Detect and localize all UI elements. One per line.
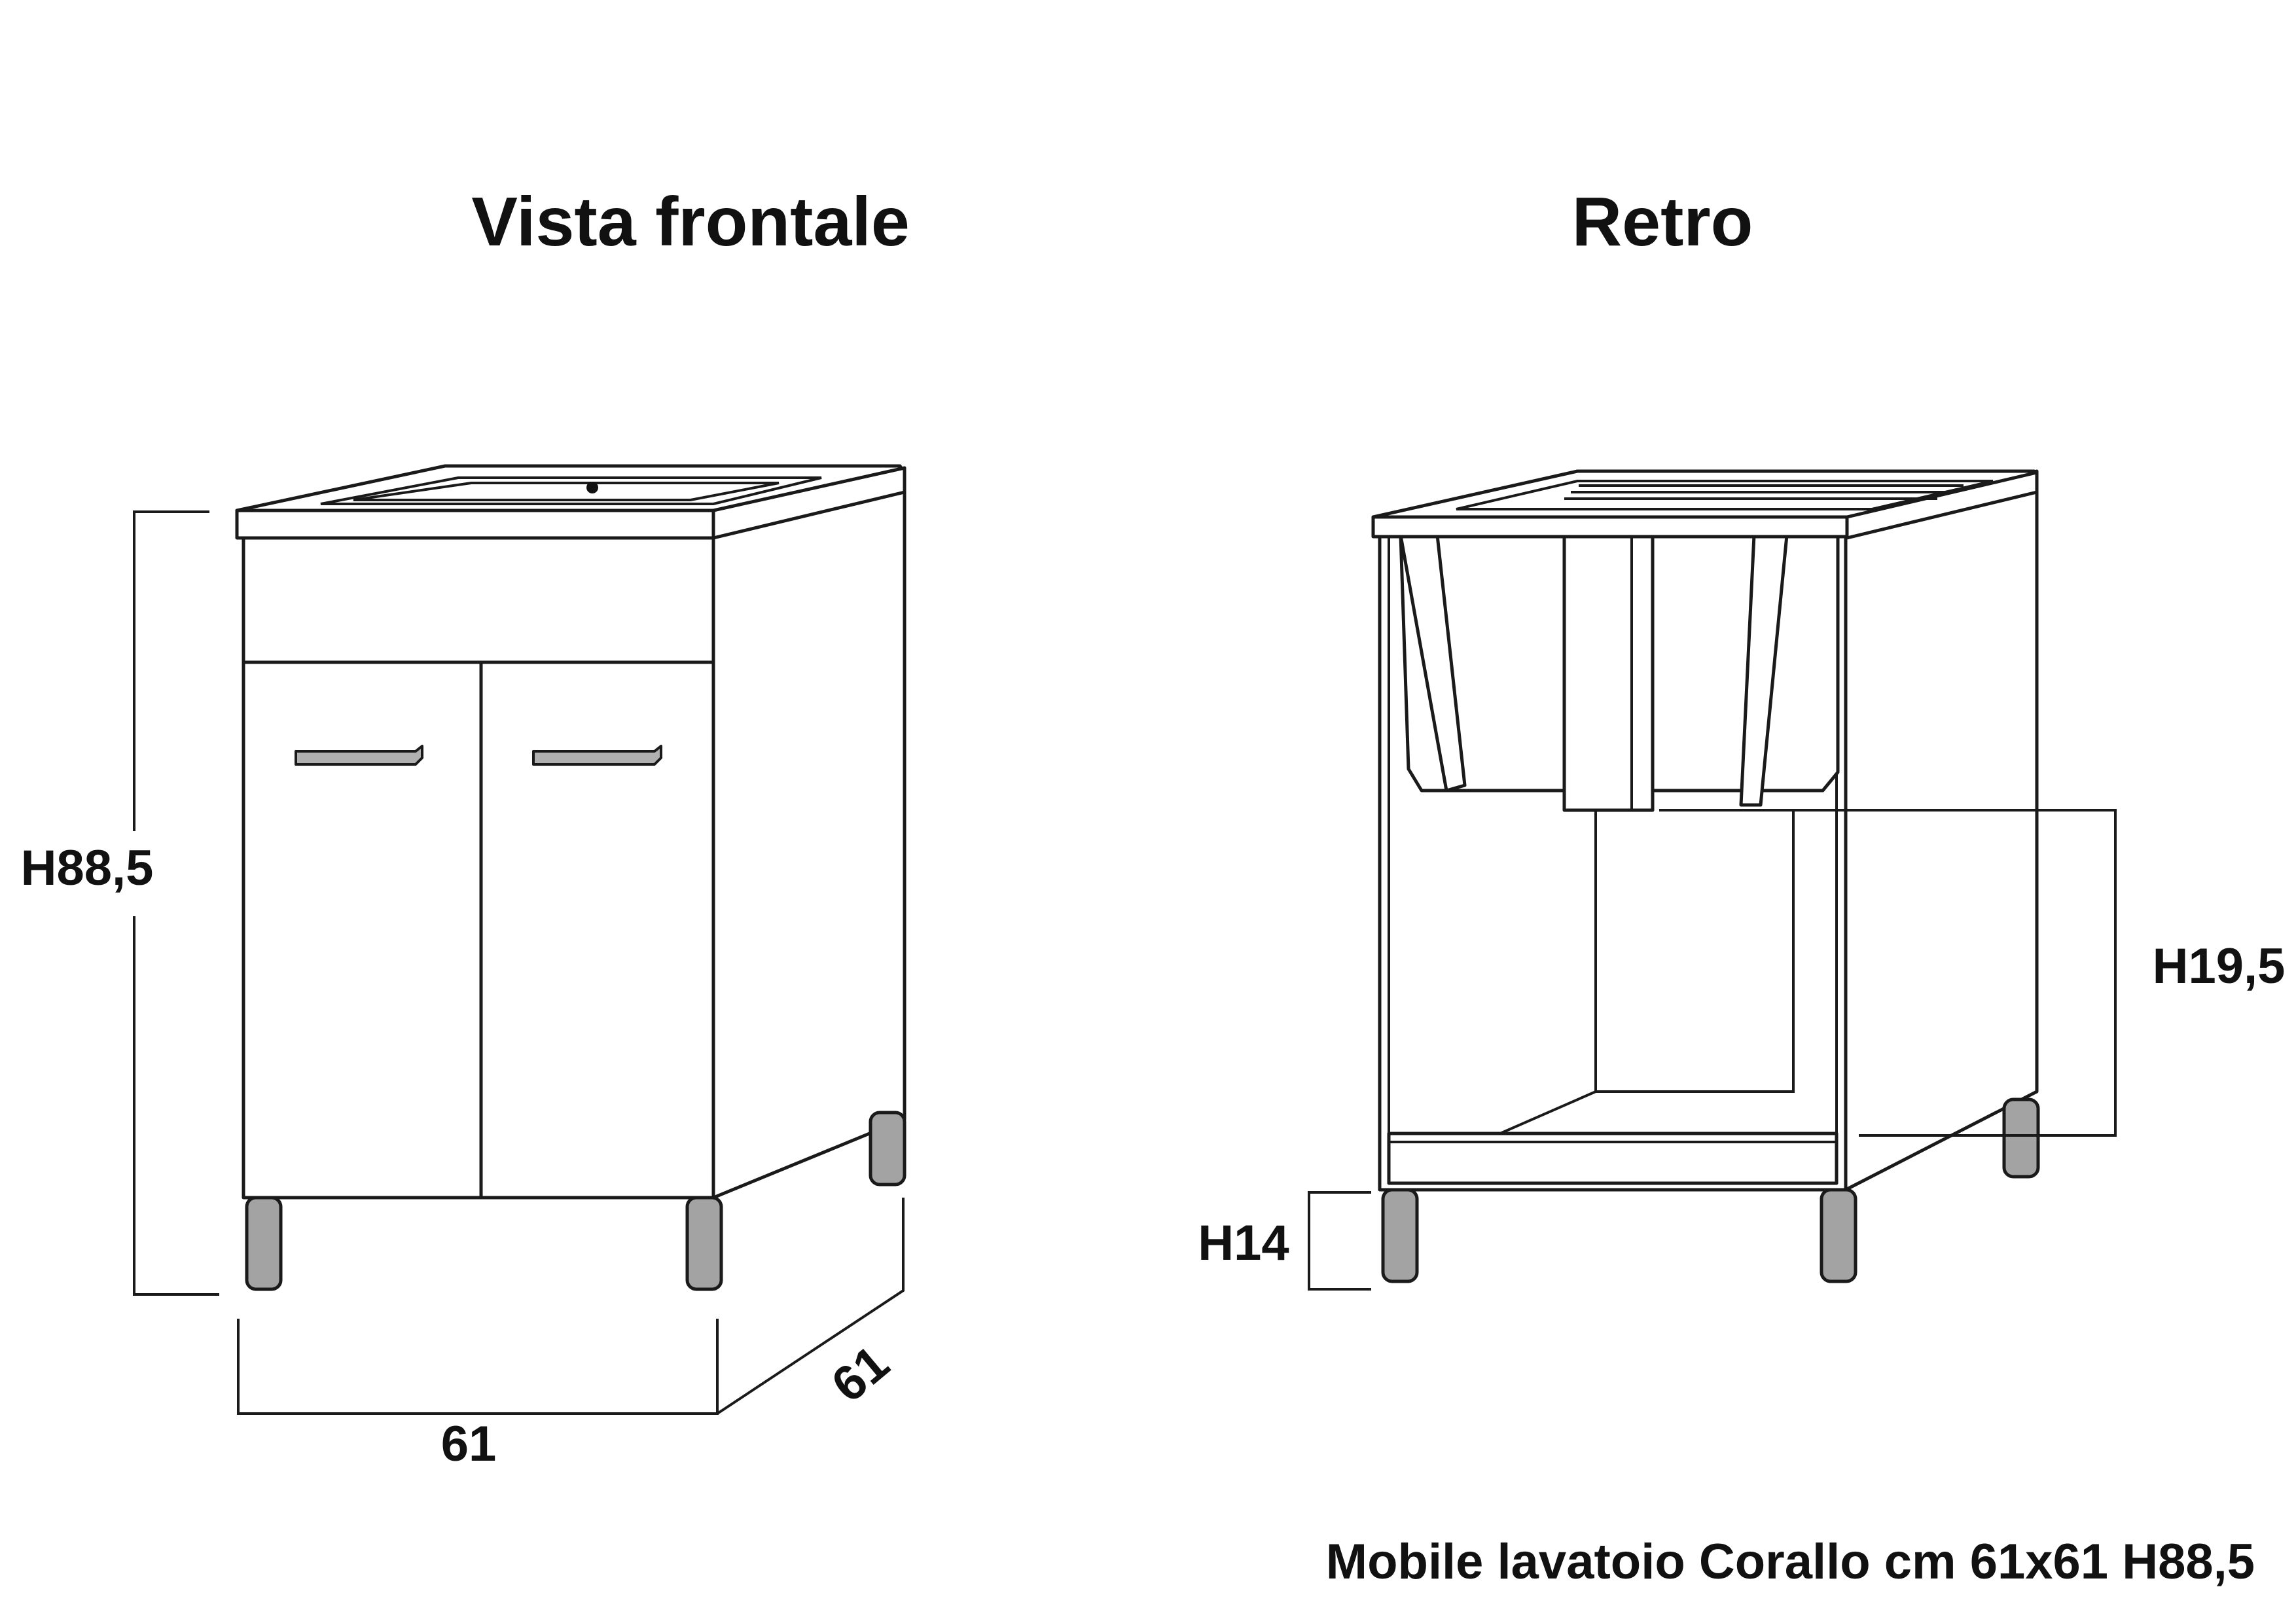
front-basin-rim <box>320 476 822 505</box>
back-basin-rim <box>1456 480 1994 510</box>
front-width-dimension-line <box>237 1319 719 1415</box>
front-depth-dimension-line <box>716 1198 905 1415</box>
front-right-door-handle <box>532 745 662 766</box>
front-left-leg <box>245 1196 283 1291</box>
back-right-leg <box>1820 1188 1857 1283</box>
front-tap-hole <box>586 482 598 493</box>
front-countertop-edge <box>235 508 715 540</box>
front-cabinet-body <box>242 535 715 1200</box>
front-view-title: Vista frontale <box>471 183 910 260</box>
front-left-door-handle <box>295 745 423 766</box>
back-interior-back-wall <box>1594 812 1795 1093</box>
back-view-title: Retro <box>1572 183 1753 260</box>
back-shelf-height-dimension-line <box>1659 809 2117 1137</box>
back-washtub-center-rib <box>1562 533 1655 812</box>
back-washtub <box>1399 533 1840 812</box>
front-height-dimension-line <box>133 510 209 831</box>
front-right-leg <box>685 1196 723 1291</box>
front-width-label: 61 <box>441 1416 497 1472</box>
front-basin-inner <box>353 482 780 501</box>
front-countertop-side-edge <box>711 466 906 540</box>
front-cabinet <box>235 464 906 1291</box>
back-leg-height-dimension-line <box>1308 1191 1371 1291</box>
back-rear-leg <box>2002 1097 2040 1179</box>
back-dimensions: H19,5 H14 <box>1198 809 2286 1291</box>
front-height-dimension-line-lower <box>133 916 219 1296</box>
back-shelf-height-label: H19,5 <box>2153 938 2286 994</box>
front-rear-leg <box>869 1111 906 1186</box>
back-cabinet-side-panel <box>1844 469 2039 1192</box>
back-leg-height-label: H14 <box>1198 1215 1289 1271</box>
front-height-label: H88,5 <box>21 840 154 896</box>
back-left-leg <box>1381 1188 1419 1283</box>
back-interior-floor <box>1495 1090 1596 1137</box>
back-countertop-edge <box>1371 515 1849 539</box>
front-depth-label: 61 <box>821 1335 899 1413</box>
back-countertop-side-edge <box>1845 471 2039 540</box>
back-cabinet <box>1371 469 2040 1283</box>
front-cabinet-side-panel <box>711 466 906 1200</box>
product-caption: Mobile lavatoio Corallo cm 61x61 H88,5 <box>1326 1534 2255 1590</box>
